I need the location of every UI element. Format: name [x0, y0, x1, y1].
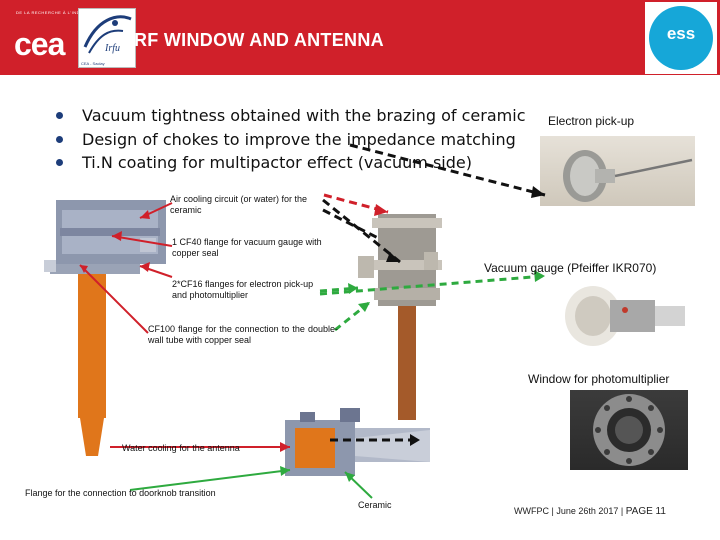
irfu-logo: Irfu CEA - Saclay	[78, 8, 136, 68]
bullet-text: Ti.N coating for multipactor effect (vac…	[82, 153, 472, 172]
arrow-heads-black	[386, 186, 545, 446]
label-ceramic: Ceramic	[358, 500, 392, 510]
page-number: PAGE 11	[625, 506, 666, 517]
dashed-arrows	[322, 143, 546, 442]
window-photomultiplier-photo	[570, 390, 688, 470]
label-vacuum-gauge: Vacuum gauge (Pfeiffer IKR070)	[484, 261, 657, 275]
footer-text: WWFPC | June 26th 2017 |	[514, 506, 626, 516]
arrow-heads-green	[348, 270, 545, 312]
rf-window-photo	[358, 214, 442, 420]
bullet-text: Design of chokes to improve the impedanc…	[82, 129, 516, 149]
bullet-list: Vacuum tightness obtained with the brazi…	[56, 104, 525, 175]
bullet-text: Vacuum tightness obtained with the brazi…	[82, 106, 526, 125]
label-electron-pickup: Electron pick-up	[548, 114, 635, 128]
ess-logo-circle	[649, 6, 713, 70]
bullet-item: Design of chokes to improve the impedanc…	[56, 128, 525, 152]
cea-logo-block: DE LA RECHERCHE À L'INDUSTRIE cea Irfu C…	[6, 6, 136, 68]
ess-logo-block: ess	[645, 2, 717, 74]
bullet-item: Vacuum tightness obtained with the brazi…	[56, 104, 525, 128]
bullet-dot-icon	[56, 112, 63, 119]
bullet-item: Ti.N coating for multipactor effect (vac…	[56, 151, 525, 175]
label-cf16-flanges: 2*CF16 flanges for electron pick-up and …	[172, 279, 314, 300]
electron-pickup-photo	[540, 136, 695, 206]
bullet-dot-icon	[56, 159, 63, 166]
red-arrow-head	[374, 204, 388, 216]
cea-tagline: DE LA RECHERCHE À L'INDUSTRIE	[16, 10, 98, 15]
label-window-photomultiplier: Window for photomultiplier	[528, 372, 670, 386]
bullet-dot-icon	[56, 135, 63, 143]
irfu-swoosh-icon	[83, 15, 132, 54]
label-air-cooling: Air cooling circuit (or water) for the c…	[170, 194, 308, 215]
red-arrows	[79, 202, 290, 448]
footer: WWFPC | June 26th 2017 | PAGE 11	[514, 506, 666, 517]
slide-title: RF WINDOW AND ANTENNA	[134, 30, 384, 50]
irfu-label: Irfu	[105, 43, 120, 54]
arrow-heads-red	[80, 210, 290, 452]
ess-logo: ess	[666, 24, 696, 43]
vacuum-gauge-photo	[555, 280, 695, 352]
header-band: DE LA RECHERCHE À L'INDUSTRIE cea Irfu C…	[0, 0, 720, 75]
arrow-heads-green-solid	[280, 466, 355, 482]
label-cf40-flange: 1 CF40 flange for vacuum gauge with copp…	[172, 237, 322, 258]
irfu-caption: CEA - Saclay	[81, 61, 105, 66]
label-cf100-flange: CF100 flange for the connection to the d…	[148, 324, 338, 345]
label-water-cooling: Water cooling for the antenna	[122, 443, 240, 453]
label-doorknob-flange: Flange for the connection to doorknob tr…	[25, 488, 216, 498]
cea-logo: cea	[14, 26, 65, 62]
